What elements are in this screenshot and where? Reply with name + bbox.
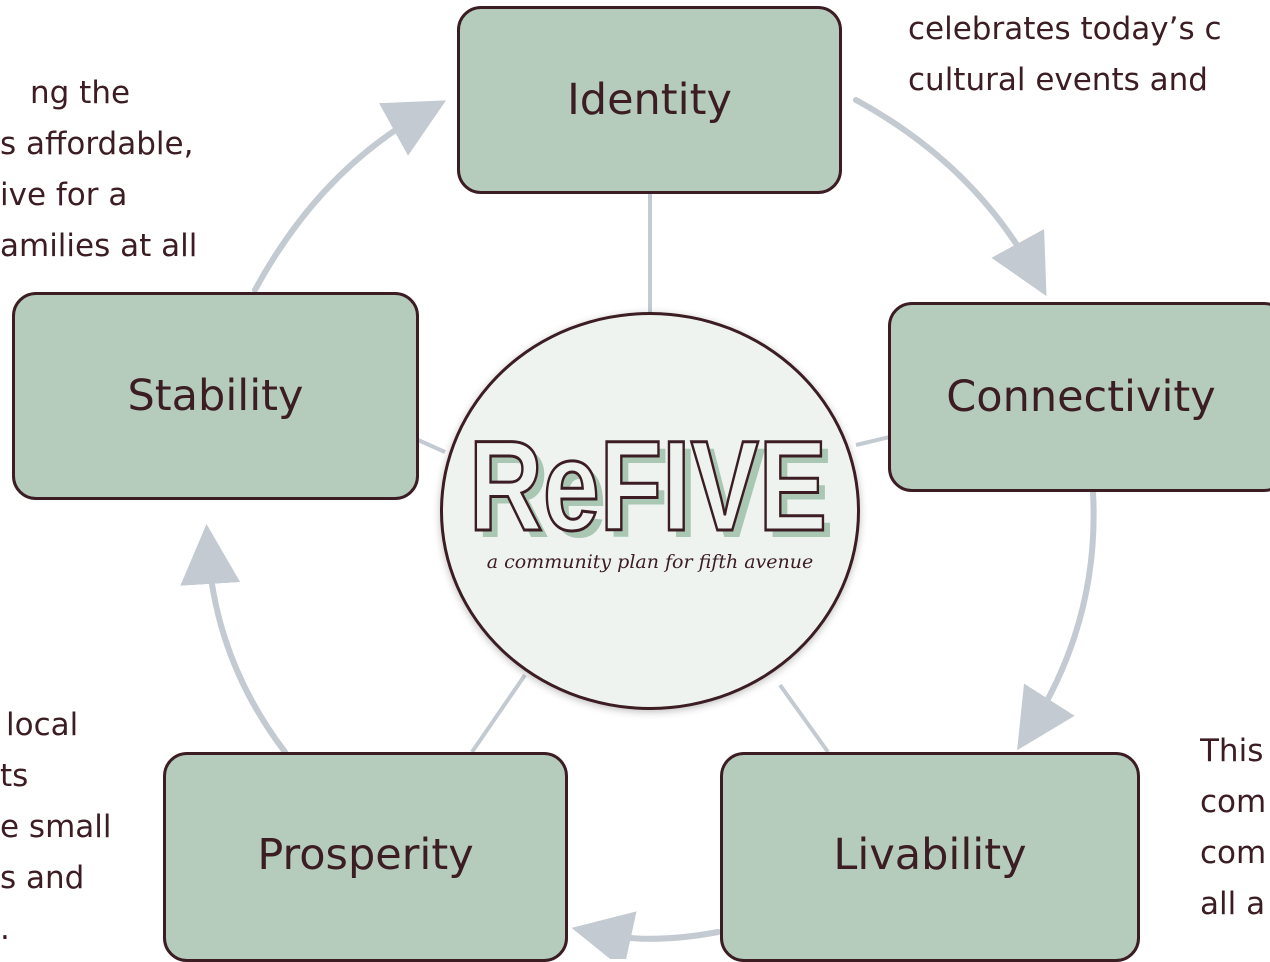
node-prosperity: Prosperity <box>163 752 568 962</box>
prosperity-description-line: . <box>0 911 10 947</box>
arrow-identity-to-connectivity <box>853 97 1047 297</box>
refive-wordmark-logo: ReFIVE ReFIVE <box>468 414 835 566</box>
livability-description-line: This <box>1200 733 1264 769</box>
livability-description-line: com <box>1200 835 1267 871</box>
identity-description-line: cultural events and <box>908 62 1208 98</box>
prosperity-description-line: ts <box>0 758 29 794</box>
node-prosperity-label: Prosperity <box>257 830 474 880</box>
node-stability-label: Stability <box>127 371 304 421</box>
arrow-livability-to-prosperity <box>571 911 721 959</box>
arrow-connectivity-to-livability <box>1017 489 1097 751</box>
spoke-livability <box>778 683 830 754</box>
node-livability: Livability <box>720 752 1140 962</box>
node-connectivity: Connectivity <box>888 302 1270 492</box>
spoke-stability <box>417 438 446 454</box>
identity-description: celebrates today’s c cultural events and <box>908 4 1270 106</box>
stability-description-line: ng the <box>30 75 131 111</box>
prosperity-description: local ts e small s and . <box>0 700 130 955</box>
stability-description-line: ive for a <box>0 177 128 213</box>
node-stability: Stability <box>12 292 419 500</box>
prosperity-description-line: e small <box>0 809 112 845</box>
livability-description-line: com <box>1200 784 1267 820</box>
prosperity-description-line: s and <box>0 860 85 896</box>
node-identity-label: Identity <box>567 75 732 125</box>
refive-wordmark-shadow: ReFIVE <box>476 422 834 565</box>
stability-description-line: amilies at all <box>0 228 198 264</box>
node-identity: Identity <box>457 6 842 194</box>
prosperity-description-line: local <box>6 707 79 743</box>
refive-tagline: a community plan for fifth avenue <box>486 551 814 573</box>
arrow-prosperity-to-stability <box>180 524 288 755</box>
spoke-prosperity <box>470 673 527 754</box>
refive-wordmark: ReFIVE <box>469 415 827 558</box>
identity-description-line: celebrates today’s c <box>908 11 1222 47</box>
arrow-stability-to-identity <box>252 100 447 293</box>
spoke-connectivity <box>855 435 891 447</box>
stability-description: ng the s affordable, ive for a amilies a… <box>0 68 230 272</box>
refive-logo-badge: ReFIVE ReFIVE a community plan for fifth… <box>440 312 860 710</box>
node-livability-label: Livability <box>833 830 1027 880</box>
node-connectivity-label: Connectivity <box>946 372 1216 422</box>
livability-description: This com com all a <box>1200 726 1270 930</box>
stability-description-line: s affordable, <box>0 126 194 162</box>
livability-description-line: all a <box>1200 886 1266 922</box>
